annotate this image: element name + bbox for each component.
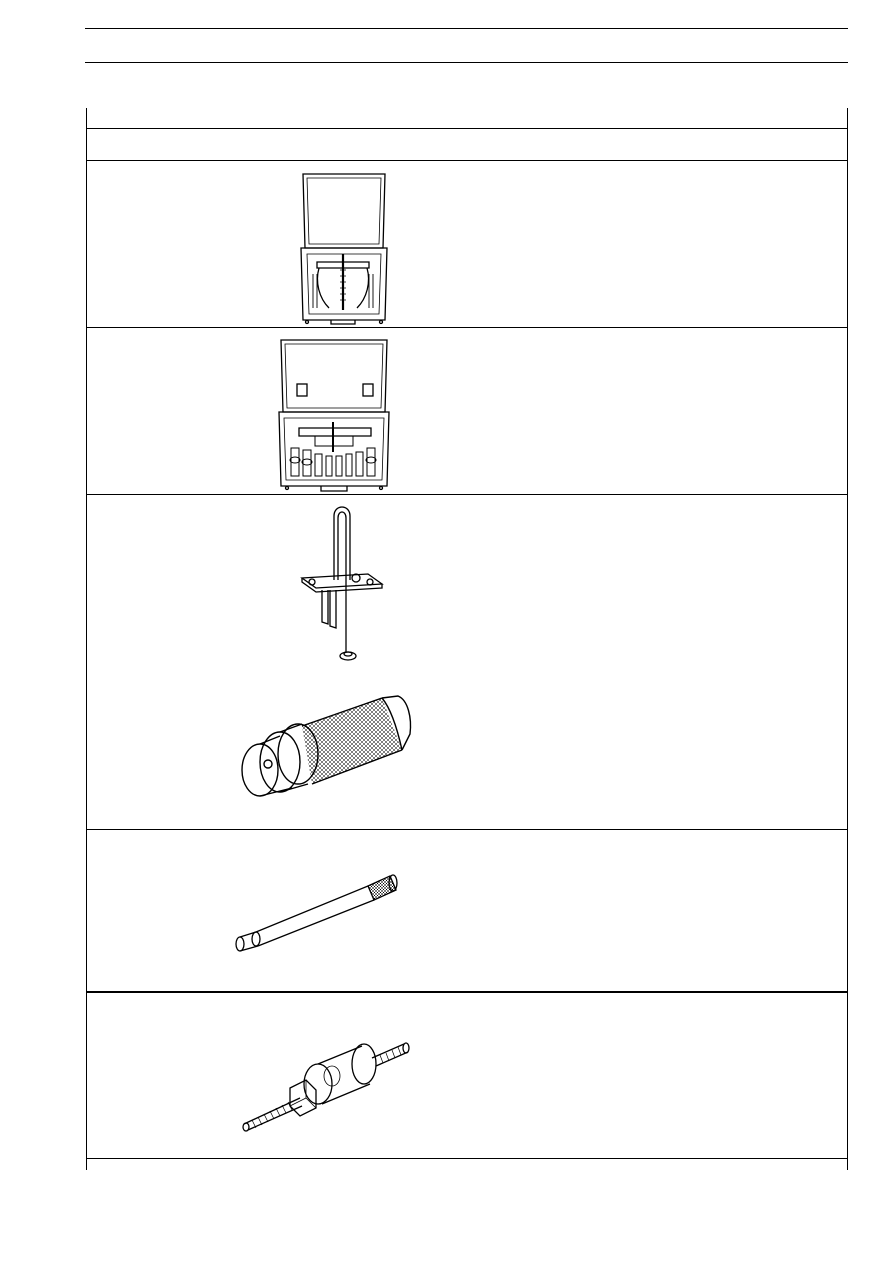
- table-left-border: [86, 108, 87, 1170]
- row-divider: [86, 494, 847, 495]
- bearing-puller-set-case-icon: [275, 336, 393, 494]
- row-divider: [86, 829, 847, 830]
- table-header-bottom-rule: [86, 160, 847, 161]
- knurled-drift-rod-icon: [232, 870, 402, 960]
- threaded-puller-spindle-icon: [240, 1028, 412, 1134]
- table-bottom-rule: [86, 1158, 847, 1159]
- table-header-top-rule: [86, 128, 847, 129]
- lifting-bracket-tool-icon: [298, 504, 388, 664]
- table-right-border: [847, 108, 848, 1170]
- row-divider: [86, 327, 847, 328]
- header-rule-bottom: [85, 62, 848, 63]
- header-rule-top: [85, 28, 848, 29]
- puller-kit-case-icon: [297, 170, 389, 326]
- row-divider-thick: [86, 991, 847, 993]
- knurled-drift-handle-icon: [232, 688, 412, 808]
